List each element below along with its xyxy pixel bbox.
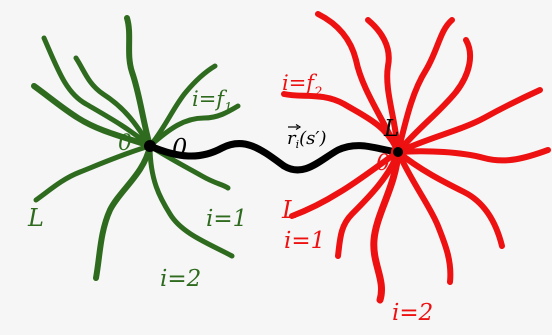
bridge-chain [146,140,402,174]
right-star-arm-right [395,147,551,164]
right-star-arm-up-right [395,17,455,155]
left-branch-2-label: i=2 [160,266,201,292]
bridge-end-label: L [383,116,399,142]
right-end-label: L [281,196,298,224]
right-star-arm-up-inner [365,17,401,155]
right-star-arm-upper-right [395,37,474,155]
left-star-arm-up [124,15,153,149]
left-star-arm-i2 [147,143,235,259]
right-branch-f-label: i=f2 [282,71,322,100]
left-star-arm-down-left-L [33,143,153,203]
right-branch-2-label: i=2 [392,300,433,326]
right-star-arm-i1 [289,149,401,219]
right-star-arm-i2 [370,148,402,304]
bridge-start-label: 0 [172,134,187,162]
right-star-arm-right-down [395,149,505,249]
right-star-arm-up [315,11,401,155]
right-star-arm-down-right [395,149,454,285]
bridge-vector-text: ri(s′) [287,128,327,151]
left-star-arm-right [147,103,241,149]
right-star-junction-dot [393,147,403,157]
left-star-arm-up-left-outer [41,35,153,149]
labels: 0 i=f1 L i=1 i=2 0 L ri(s′) 0 i=f2 L [27,71,433,326]
left-star-arm-i1 [147,143,231,191]
left-star [31,15,241,281]
right-star-arm-down-left [335,149,401,259]
right-star-arm-right-up [395,87,543,155]
left-origin-label: 0 [118,131,132,156]
left-star-arm-f1 [147,63,218,149]
left-branch-1-label: i=1 [206,206,247,232]
left-branch-f-label: i=f1 [192,87,232,116]
right-star [281,11,551,304]
left-star-arm-down [93,143,153,281]
vector-arrowhead-icon [295,123,302,131]
right-origin-label: 0 [376,151,390,176]
left-star-arm-left [31,83,153,149]
right-branch-1-label: i=1 [284,228,325,254]
left-star-arm-up-left [73,55,153,149]
bridge-vector-label: ri(s′) [287,123,327,151]
left-end-label: L [27,204,44,232]
